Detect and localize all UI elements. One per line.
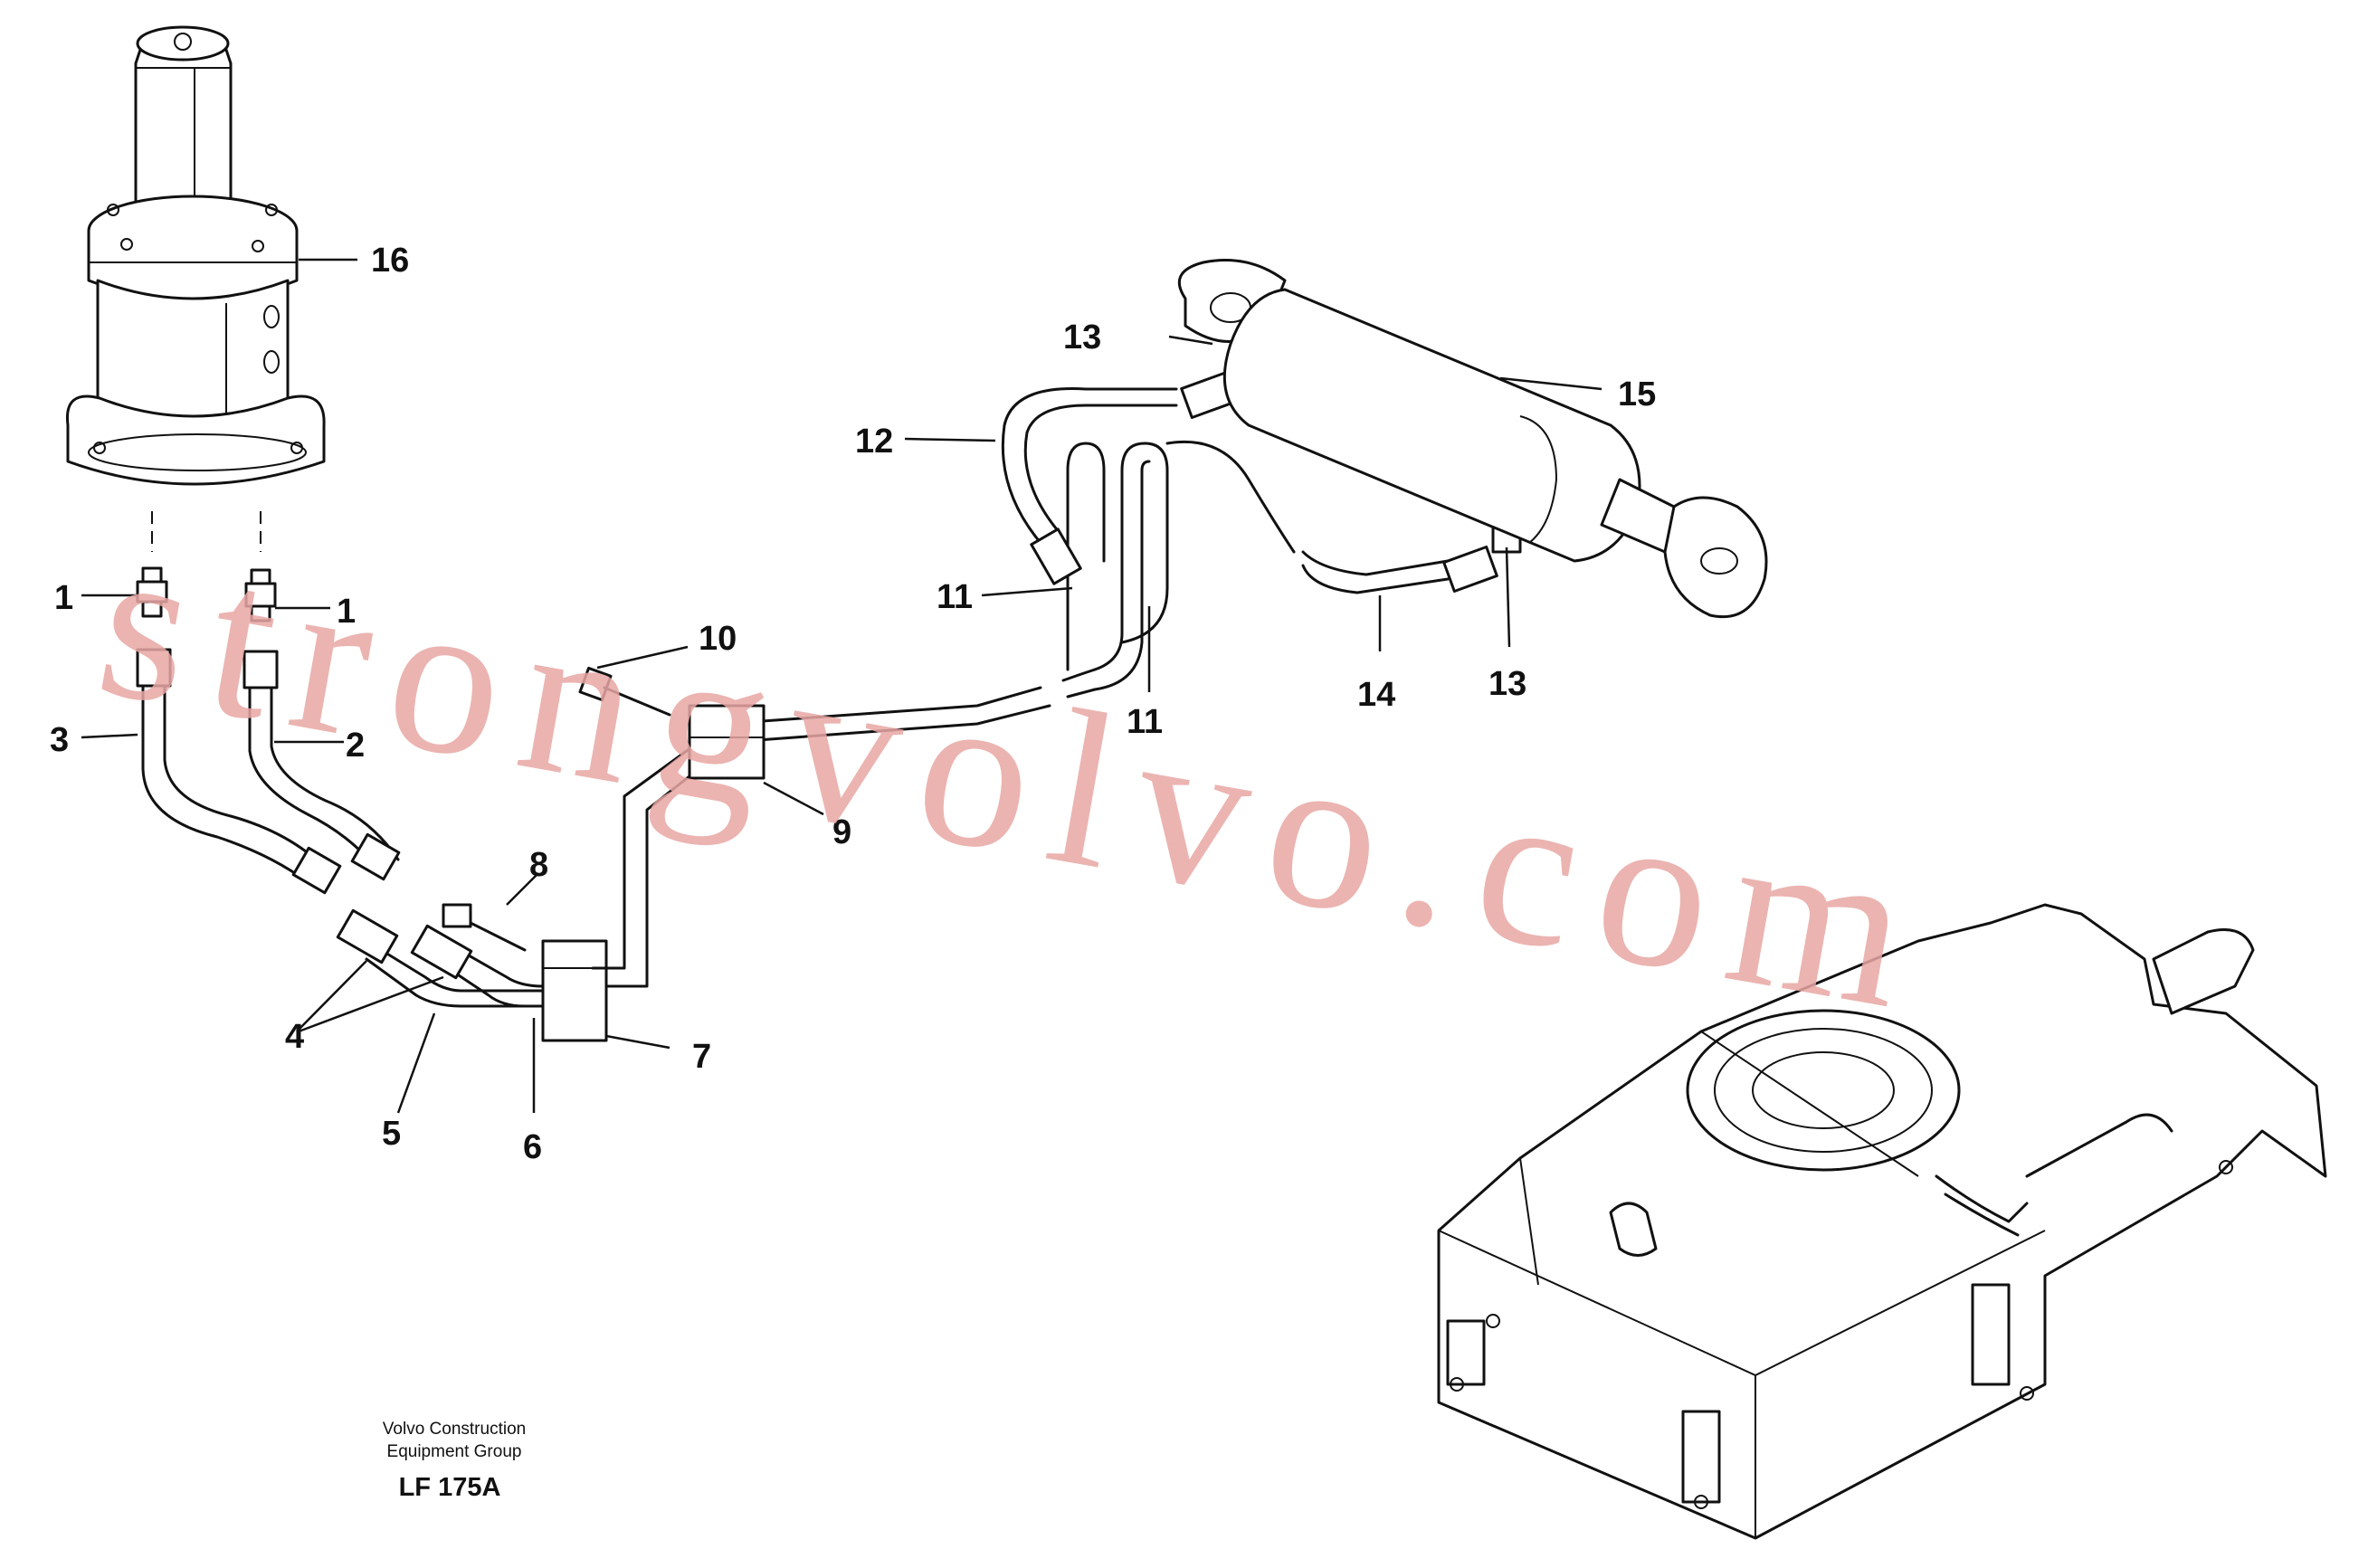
callout-9: 9 [832,813,851,851]
callout-14: 14 [1357,676,1395,714]
callout-13-lower: 13 [1488,665,1526,703]
callout-12: 12 [855,423,893,461]
credit-line-1: Volvo Construction [383,1420,526,1439]
callout-1-left: 1 [54,579,73,617]
bolt-10 [578,666,671,717]
callout-labels: 16 15 14 13 13 12 11 11 10 9 8 7 6 5 4 3… [50,242,1656,1166]
callout-7: 7 [692,1038,711,1076]
callout-2: 2 [346,727,365,765]
callout-11-left: 11 [937,578,973,616]
callout-13-upper: 13 [1063,318,1101,356]
leader-lines [81,258,1602,1114]
watermark: strongvolvo.com [84,496,1948,1059]
callout-5: 5 [382,1115,401,1153]
hose-assemblies [136,648,401,895]
swivel-joint-illustration [65,25,326,486]
tube-pair-lower [336,903,608,1042]
credit-line-2: Equipment Group [387,1442,522,1461]
callout-10: 10 [699,620,737,658]
credit-block: Volvo Construction Equipment Group LF 17… [383,1420,526,1502]
callout-8: 8 [529,846,548,884]
port-centerlines [151,511,262,552]
tube-route-main [591,442,1169,988]
drawing-code: LF 175A [399,1473,501,1502]
callout-4: 4 [285,1018,304,1056]
callout-15: 15 [1618,375,1656,413]
cylinder-hoses [1001,371,1522,594]
adapter-fittings [136,566,277,622]
callout-1-right: 1 [337,593,356,631]
upper-frame-illustration [1437,903,2327,1540]
callout-16: 16 [371,242,409,280]
callout-11-right: 11 [1127,703,1163,741]
callout-3: 3 [50,721,69,759]
hydraulic-cylinder-illustration [1177,259,1768,619]
callout-6: 6 [523,1128,542,1166]
